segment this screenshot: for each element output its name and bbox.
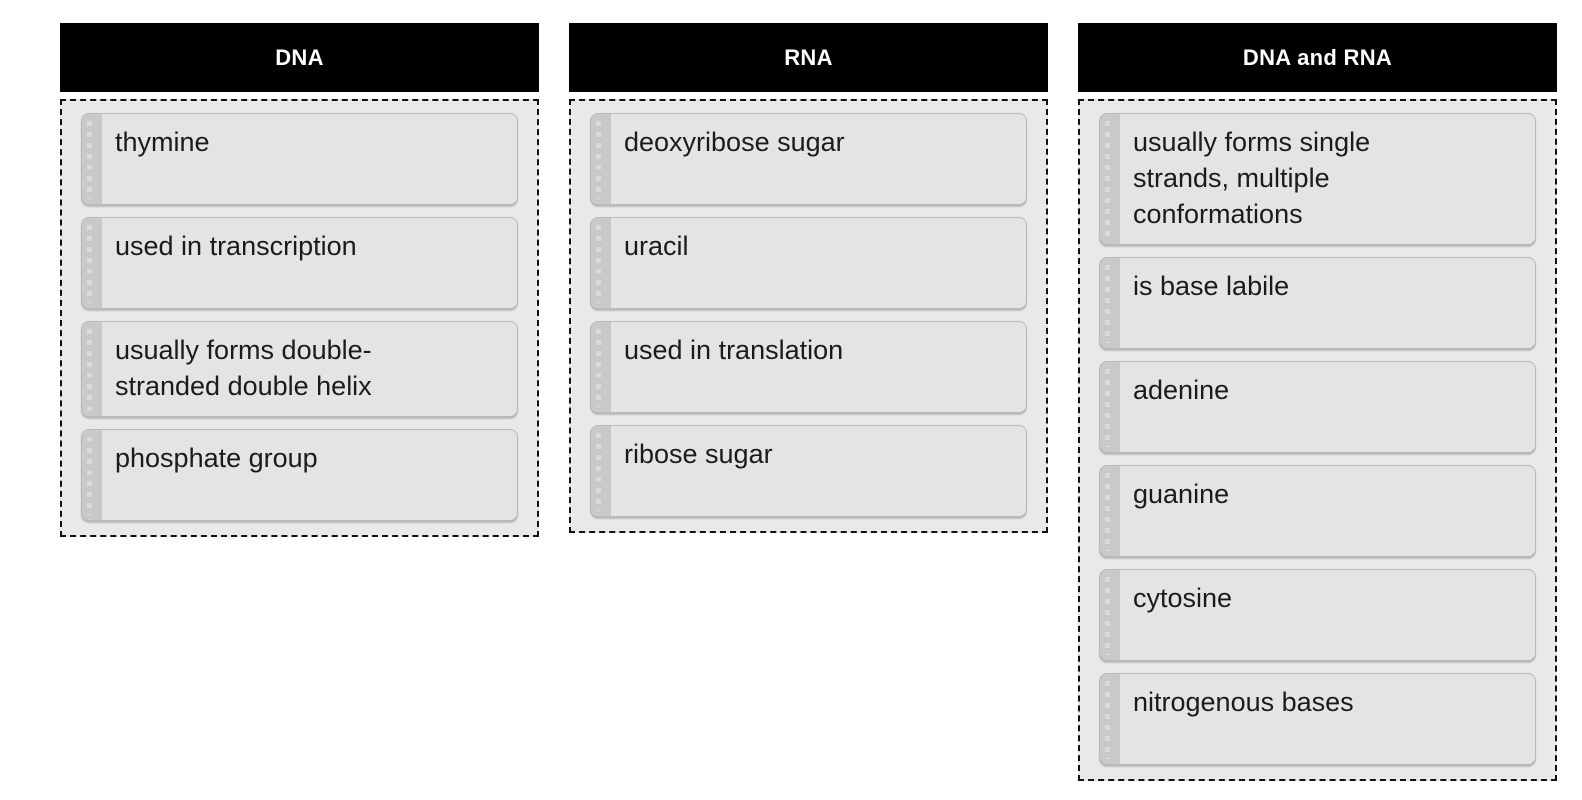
draggable-card[interactable]: phosphate group — [81, 429, 518, 521]
grip-dots-icon — [1105, 121, 1110, 239]
draggable-card[interactable]: uracil — [590, 217, 1027, 309]
drag-handle-icon[interactable] — [82, 218, 102, 308]
card-label: thymine — [115, 127, 210, 157]
drag-handle-icon[interactable] — [82, 114, 102, 204]
draggable-card[interactable]: is base labile — [1099, 257, 1536, 349]
grip-dots-icon — [87, 225, 92, 303]
grip-dots-icon — [596, 225, 601, 303]
card-label: adenine — [1133, 375, 1230, 405]
draggable-card[interactable]: thymine — [81, 113, 518, 205]
draggable-card[interactable]: deoxyribose sugar — [590, 113, 1027, 205]
card-label: usually forms single strands, multiple c… — [1133, 127, 1371, 229]
draggable-card[interactable]: adenine — [1099, 361, 1536, 453]
draggable-card[interactable]: guanine — [1099, 465, 1536, 557]
grip-dots-icon — [1105, 577, 1110, 655]
drag-handle-icon[interactable] — [1100, 114, 1120, 244]
dropzone-dna[interactable]: thymine used in transcription usually fo… — [60, 99, 539, 537]
column-header-dna: DNA — [60, 23, 539, 92]
drag-handle-icon[interactable] — [591, 218, 611, 308]
draggable-card[interactable]: usually forms double-stranded double hel… — [81, 321, 518, 417]
draggable-card[interactable]: used in transcription — [81, 217, 518, 309]
grip-dots-icon — [1105, 681, 1110, 759]
grip-dots-icon — [87, 121, 92, 199]
card-label: used in transcription — [115, 231, 357, 261]
drag-handle-icon[interactable] — [1100, 362, 1120, 452]
column-title: DNA — [275, 44, 324, 70]
card-label: guanine — [1133, 479, 1230, 509]
drag-handle-icon[interactable] — [1100, 570, 1120, 660]
drag-handle-icon[interactable] — [591, 322, 611, 412]
card-label: is base labile — [1133, 271, 1290, 301]
drag-handle-icon[interactable] — [591, 114, 611, 204]
draggable-card[interactable]: cytosine — [1099, 569, 1536, 661]
drag-handle-icon[interactable] — [591, 426, 611, 516]
grip-dots-icon — [1105, 369, 1110, 447]
drag-handle-icon[interactable] — [82, 322, 102, 416]
card-label: nitrogenous bases — [1133, 687, 1354, 717]
draggable-card[interactable]: usually forms single strands, multiple c… — [1099, 113, 1536, 245]
card-label: uracil — [624, 231, 689, 261]
sorting-board: DNA thymine used in transcription usuall… — [60, 23, 1557, 781]
card-label: cytosine — [1133, 583, 1233, 613]
drag-handle-icon[interactable] — [1100, 674, 1120, 764]
draggable-card[interactable]: nitrogenous bases — [1099, 673, 1536, 765]
grip-dots-icon — [87, 329, 92, 411]
drag-handle-icon[interactable] — [1100, 258, 1120, 348]
card-label: used in translation — [624, 335, 844, 365]
column-dna: DNA thymine used in transcription usuall… — [60, 23, 539, 537]
drag-handle-icon[interactable] — [1100, 466, 1120, 556]
column-title: RNA — [784, 44, 833, 70]
grip-dots-icon — [596, 433, 601, 511]
column-header-dna-and-rna: DNA and RNA — [1078, 23, 1557, 92]
grip-dots-icon — [1105, 265, 1110, 343]
column-title: DNA and RNA — [1242, 44, 1393, 70]
grip-dots-icon — [87, 437, 92, 515]
draggable-card[interactable]: ribose sugar — [590, 425, 1027, 517]
drag-handle-icon[interactable] — [82, 430, 102, 520]
card-label: usually forms double-stranded double hel… — [115, 335, 372, 401]
draggable-card[interactable]: used in translation — [590, 321, 1027, 413]
card-label: phosphate group — [115, 443, 318, 473]
grip-dots-icon — [1105, 473, 1110, 551]
grip-dots-icon — [596, 121, 601, 199]
dropzone-rna[interactable]: deoxyribose sugar uracil used in transla… — [569, 99, 1048, 533]
card-label: ribose sugar — [624, 439, 773, 469]
dropzone-dna-and-rna[interactable]: usually forms single strands, multiple c… — [1078, 99, 1557, 781]
card-label: deoxyribose sugar — [624, 127, 845, 157]
column-rna: RNA deoxyribose sugar uracil used in tra… — [569, 23, 1048, 533]
grip-dots-icon — [596, 329, 601, 407]
column-dna-and-rna: DNA and RNA usually forms single strands… — [1078, 23, 1557, 781]
column-header-rna: RNA — [569, 23, 1048, 92]
